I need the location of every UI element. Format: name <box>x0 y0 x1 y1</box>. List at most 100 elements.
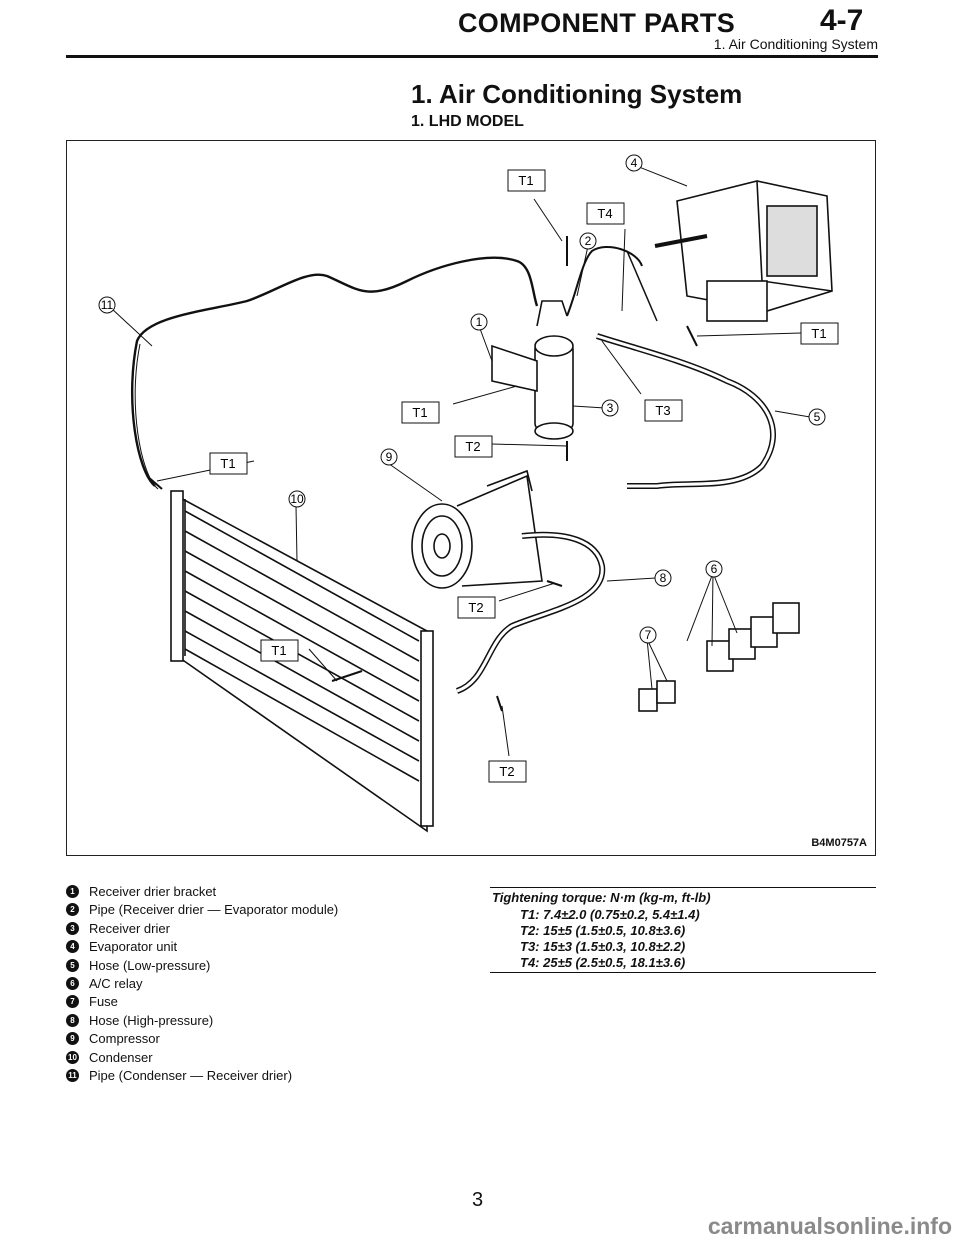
svg-text:3: 3 <box>607 401 614 415</box>
section-title: COMPONENT PARTS <box>458 8 736 38</box>
torque-box-t1-top: T1 <box>507 169 546 192</box>
compressor-drawing <box>411 469 543 589</box>
legend-text: Fuse <box>89 994 118 1010</box>
svg-text:T1: T1 <box>518 173 533 188</box>
svg-text:T2: T2 <box>468 600 483 615</box>
page-title: 1. Air Conditioning System <box>411 79 743 109</box>
chapter-number: 4-7 <box>820 4 864 37</box>
svg-text:T1: T1 <box>811 326 826 341</box>
callout-2: 2 <box>579 232 597 250</box>
callout-11: 11 <box>98 296 116 314</box>
torque-rule-bottom <box>490 972 876 973</box>
callout-3: 3 <box>601 399 619 417</box>
legend-text: Pipe (Condenser — Receiver drier) <box>89 1068 293 1084</box>
legend-number: 8 <box>66 1013 79 1027</box>
callout-4: 4 <box>625 154 643 172</box>
legend-number: 6 <box>66 977 79 991</box>
torque-box-t3: T3 <box>644 399 683 422</box>
torque-rule-top <box>490 887 876 888</box>
header-subsection: 1. Air Conditioning System <box>713 36 878 52</box>
ac-system-diagram: 4 2 1 3 5 6 7 8 9 10 11 T1 T4 T1 T3 T1 T… <box>66 140 876 856</box>
torque-box-t1-mid: T1 <box>401 401 440 424</box>
torque-box-t1-left: T1 <box>209 452 248 475</box>
torque-spec-t1: T1: 7.4±2.0 (0.75±0.2, 5.4±1.4) <box>520 907 700 922</box>
hose-5-drawing <box>596 333 776 489</box>
legend-text: Condenser <box>89 1049 153 1065</box>
legend-number: 4 <box>66 940 79 954</box>
watermark: carmanualsonline.info <box>707 1213 952 1239</box>
legend-item: 9 Compressor <box>66 1030 476 1048</box>
svg-text:T1: T1 <box>412 405 427 420</box>
legend-item: 7 Fuse <box>66 993 476 1011</box>
svg-text:6: 6 <box>711 562 718 576</box>
fuses-drawing <box>638 680 676 712</box>
torque-boxes: T1 T4 T1 T3 T1 T2 T1 T2 T1 T2 <box>209 169 839 783</box>
svg-text:T4: T4 <box>597 206 612 221</box>
figure-code: B4M0757A <box>811 837 867 849</box>
receiver-drier-drawing <box>491 300 574 440</box>
svg-text:2: 2 <box>585 234 592 248</box>
callout-10: 10 <box>288 490 306 508</box>
svg-text:9: 9 <box>386 450 393 464</box>
legend-number: 9 <box>66 1032 79 1046</box>
torque-spec-t3: T3: 15±3 (1.5±0.3, 10.8±2.2) <box>520 939 686 954</box>
svg-text:11: 11 <box>101 298 114 312</box>
callout-5: 5 <box>808 408 826 426</box>
legend-text: Compressor <box>89 1031 160 1047</box>
legend-item: 10 Condenser <box>66 1049 476 1067</box>
legend-number: 2 <box>66 903 79 917</box>
svg-text:T3: T3 <box>655 403 670 418</box>
legend-item: 4 Evaporator unit <box>66 938 476 956</box>
page-subtitle: 1. LHD MODEL <box>411 113 524 130</box>
torque-box-t2-low: T2 <box>457 596 496 619</box>
legend-item: 6 A/C relay <box>66 975 476 993</box>
relays-drawing <box>706 602 800 672</box>
evaporator-drawing <box>654 180 833 322</box>
torque-spec-t2: T2: 15±5 (1.5±0.5, 10.8±3.6) <box>520 923 686 938</box>
legend-text: Evaporator unit <box>89 939 178 955</box>
svg-text:7: 7 <box>645 628 652 642</box>
torque-box-t1-low: T1 <box>260 639 299 662</box>
legend-number: 7 <box>66 995 79 1009</box>
svg-text:8: 8 <box>660 571 667 585</box>
svg-text:4: 4 <box>631 156 638 170</box>
svg-text:T2: T2 <box>499 764 514 779</box>
legend-text: Pipe (Receiver drier — Evaporator module… <box>89 902 339 918</box>
svg-text:T1: T1 <box>220 456 235 471</box>
torque-heading: Tightening torque: N·m (kg-m, ft-lb) <box>492 890 711 905</box>
legend-item: 3 Receiver drier <box>66 920 476 938</box>
callout-1: 1 <box>470 313 488 331</box>
torque-box-t1-right: T1 <box>800 322 839 345</box>
torque-box-t4: T4 <box>586 202 625 225</box>
legend-number: 10 <box>66 1050 79 1064</box>
legend-item: 8 Hose (High-pressure) <box>66 1012 476 1030</box>
legend-item: 5 Hose (Low-pressure) <box>66 957 476 975</box>
torque-box-t2-bottom: T2 <box>488 760 527 783</box>
legend-text: Hose (High-pressure) <box>89 1012 214 1028</box>
header-rule <box>66 55 878 58</box>
legend-number: 1 <box>66 885 79 898</box>
condenser-drawing <box>170 490 434 833</box>
svg-text:T1: T1 <box>271 643 286 658</box>
pipe-11-drawing <box>131 256 539 487</box>
callout-7: 7 <box>639 626 657 644</box>
legend-number: 5 <box>66 958 79 972</box>
legend-text: Hose (Low-pressure) <box>89 957 211 973</box>
callout-9: 9 <box>380 448 398 466</box>
svg-text:10: 10 <box>290 492 304 506</box>
callout-8: 8 <box>654 569 672 587</box>
legend-item: 2 Pipe (Receiver drier — Evaporator modul… <box>66 901 476 919</box>
legend-text: A/C relay <box>89 976 143 992</box>
page-number: 3 <box>472 1189 484 1211</box>
torque-spec-t4: T4: 25±5 (2.5±0.5, 18.1±3.6) <box>520 955 686 970</box>
callout-numbers: 4 2 1 3 5 6 7 8 9 10 11 <box>98 154 826 644</box>
callout-6: 6 <box>705 560 723 578</box>
legend-number: 3 <box>66 921 79 935</box>
svg-text:T2: T2 <box>465 439 480 454</box>
legend-text: Receiver drier <box>89 920 170 936</box>
svg-text:1: 1 <box>476 315 483 329</box>
diagram-drawing: 4 2 1 3 5 6 7 8 9 10 11 T1 T4 T1 T3 T1 T… <box>98 154 839 833</box>
